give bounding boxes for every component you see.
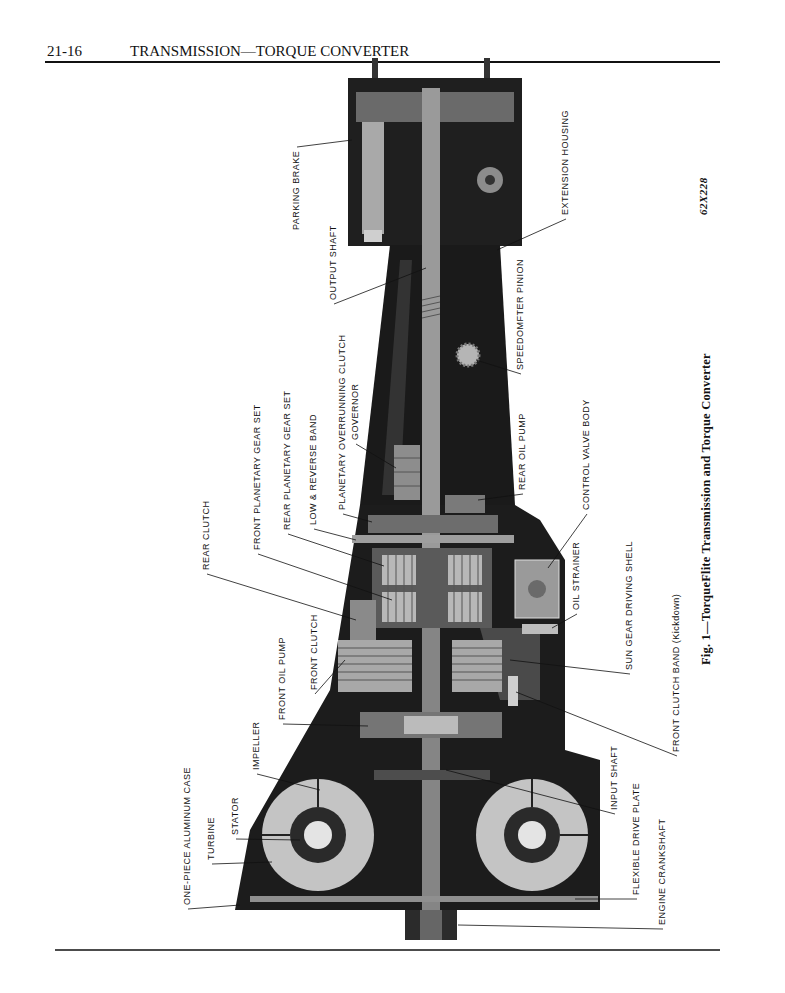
leader-line [288, 534, 384, 566]
part-label: REAR CLUTCH [202, 500, 212, 570]
part-label: FRONT PLANETARY GEAR SET [253, 404, 263, 550]
part-label: FLEXIBLE DRIVE PLATE [632, 783, 642, 895]
leader-line [476, 360, 521, 374]
part-label: ENGINE CRANKSHAFT [658, 818, 668, 925]
leader-line [510, 660, 630, 674]
leader-line [356, 444, 396, 468]
leader-line [548, 514, 587, 568]
leader-line [516, 692, 677, 756]
leader-line [212, 862, 272, 864]
part-label: FRONT OIL PUMP [278, 637, 288, 720]
figure-code: 62X228 [697, 177, 709, 215]
leader-line [207, 574, 356, 620]
part-label: STATOR [231, 797, 241, 835]
leader-line [575, 899, 637, 900]
part-label: GOVERNOR [351, 383, 361, 440]
part-label: TURBINE [207, 817, 217, 860]
leader-line [257, 774, 320, 790]
leader-line [315, 660, 345, 694]
leader-line [334, 268, 426, 304]
page-heading: TRANSMISSION—TORQUE CONVERTER [130, 44, 409, 59]
part-label: OIL STRAINER [572, 542, 582, 610]
leader-line [236, 839, 300, 840]
part-label: FRONT CLUTCH BAND (Kickdown) [672, 594, 682, 752]
page-number: 21-16 [47, 44, 82, 59]
leader-line [458, 925, 663, 929]
leader-line [446, 770, 615, 814]
part-label: REAR PLANETARY GEAR SET [283, 390, 293, 530]
part-label: PARKING BRAKE [292, 151, 302, 230]
part-label: INPUT SHAFT [610, 746, 620, 810]
part-label: CONTROL VALVE BODY [582, 399, 592, 510]
leader-line [297, 140, 352, 147]
leader-line [478, 494, 523, 500]
leader-line [343, 514, 372, 522]
leader-line [314, 529, 356, 540]
part-label: EXTENSION HOUSING [561, 110, 571, 215]
leader-line [258, 554, 392, 600]
leader-line [188, 905, 240, 909]
leader-line [552, 614, 577, 628]
part-label: ONE-PIECE ALUMINUM CASE [183, 767, 193, 905]
part-label: SUN GEAR DRIVING SHELL [625, 541, 635, 670]
leader-line [283, 724, 368, 726]
figure-caption: Fig. 1—TorqueFlite Transmission and Torq… [700, 353, 714, 665]
part-label: PLANETARY OVERRUNNING CLUTCH [338, 334, 348, 510]
part-label: OUTPUT SHAFT [329, 225, 339, 300]
part-label: IMPELLER [252, 721, 262, 770]
part-label: REAR OIL PUMP [518, 413, 528, 490]
part-label: LOW & REVERSE BAND [309, 414, 319, 525]
part-label: FRONT CLUTCH [310, 614, 320, 690]
part-label: SPEEDOMFTER PINION [516, 259, 526, 370]
leader-line [497, 219, 566, 250]
